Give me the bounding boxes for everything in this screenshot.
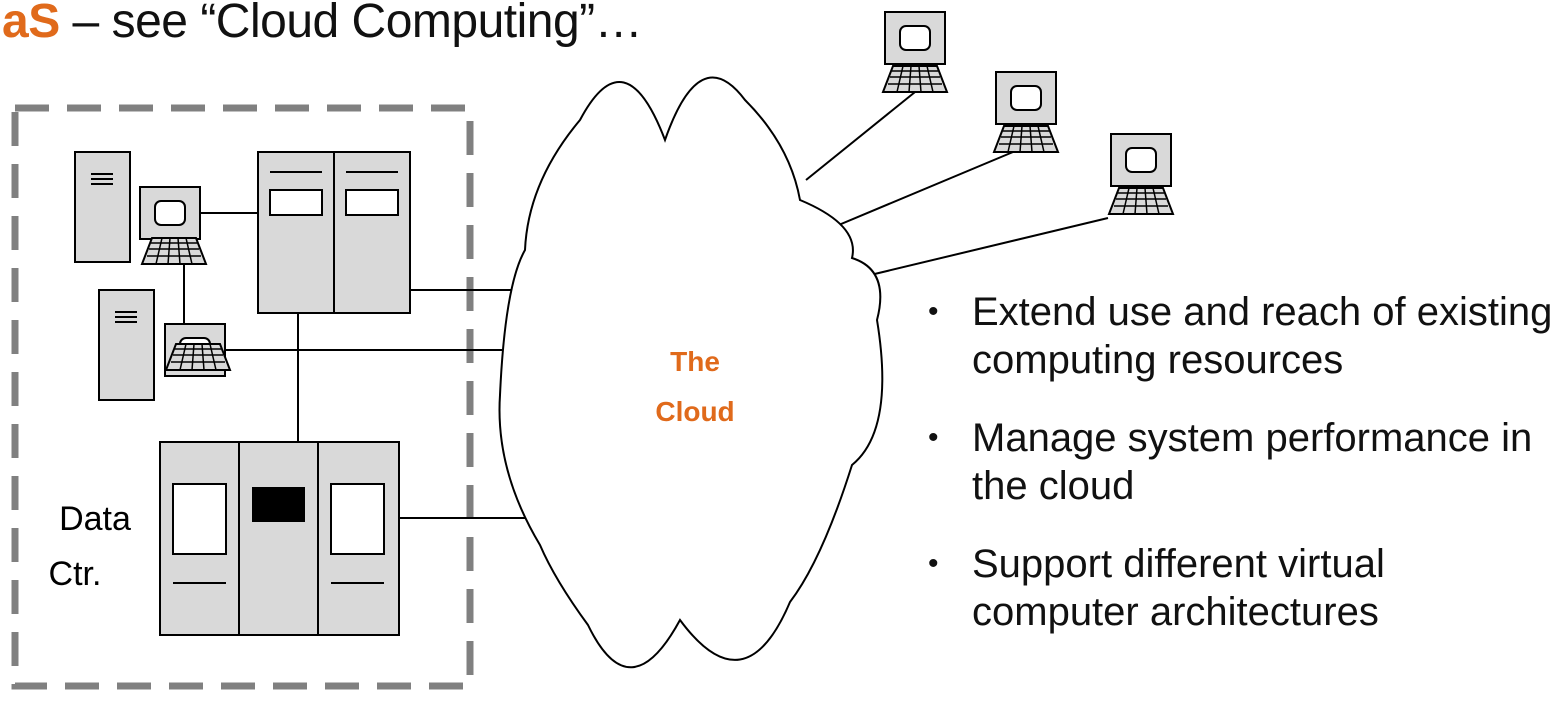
server-tower-icon [98, 289, 155, 401]
server-tower-icon [74, 151, 131, 263]
remote-computer-icon [882, 11, 948, 93]
workstation-icon [164, 323, 231, 377]
remote-computer-icon [993, 71, 1059, 153]
slide-title: aS – see “Cloud Computing”… [2, 0, 643, 49]
slide-title-accent: aS [2, 0, 60, 48]
bullet-item: Support different virtual computer archi… [928, 540, 1553, 636]
datacenter-boundary [11, 104, 474, 690]
cloud-label-line2: Cloud [655, 396, 734, 427]
workstation-icon [139, 186, 207, 265]
bullet-item: Extend use and reach of existing computi… [928, 288, 1553, 384]
network-lines [183, 87, 1109, 519]
cloud-label-line1: The [670, 346, 720, 377]
cloud-shape [498, 76, 884, 669]
slide-title-text: – see “Cloud Computing”… [59, 0, 643, 48]
server-rack-icon [257, 151, 411, 314]
bullet-list: Extend use and reach of existing computi… [928, 288, 1553, 666]
datacenter-label-line2: Ctr. [49, 555, 102, 593]
datacenter-label-line1: Data [59, 500, 131, 538]
remote-computer-icon [1108, 133, 1174, 215]
bullet-item: Manage system performance in the cloud [928, 414, 1553, 510]
mainframe-icon [159, 441, 400, 636]
